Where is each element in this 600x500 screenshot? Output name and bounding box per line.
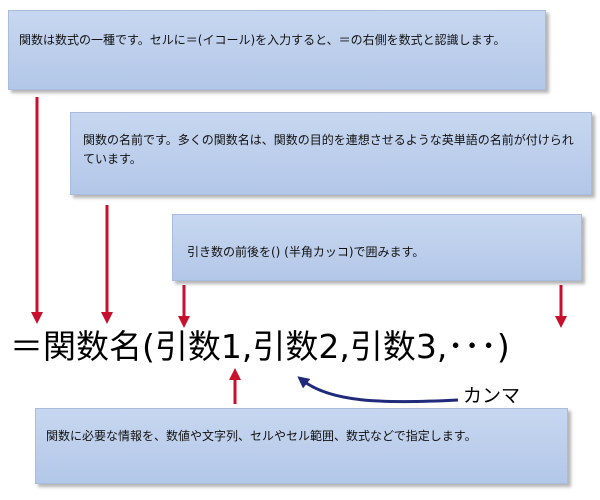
callout-parentheses-text: 引き数の前後を() (半角カッコ)で囲みます。: [187, 245, 425, 259]
callout-parentheses-explanation: 引き数の前後を() (半角カッコ)で囲みます。: [172, 214, 582, 281]
callout-arguments-text: 関数に必要な情報を、数値や文字列、セルやセル範囲、数式などで指定します。: [46, 429, 477, 443]
formula-syntax: ＝関数名(引数1,引数2,引数3,･･･): [10, 327, 510, 366]
callout-function-name-text: 関数の名前です。多くの関数名は、関数の目的を連想させるような英単語の名前が付けら…: [83, 133, 574, 166]
arrow-comma: [297, 376, 459, 404]
callout-arguments-explanation: 関数に必要な情報を、数値や文字列、セルやセル範囲、数式などで指定します。: [35, 408, 568, 484]
callout-equals-text: 関数は数式の一種です。セルに＝(イコール)を入力すると、＝の右側を数式と認識しま…: [19, 33, 506, 47]
callout-function-name-explanation: 関数の名前です。多くの関数名は、関数の目的を連想させるような英単語の名前が付けら…: [70, 112, 592, 195]
comma-label: カンマ: [463, 385, 521, 407]
callout-equals-explanation: 関数は数式の一種です。セルに＝(イコール)を入力すると、＝の右側を数式と認識しま…: [8, 10, 546, 90]
